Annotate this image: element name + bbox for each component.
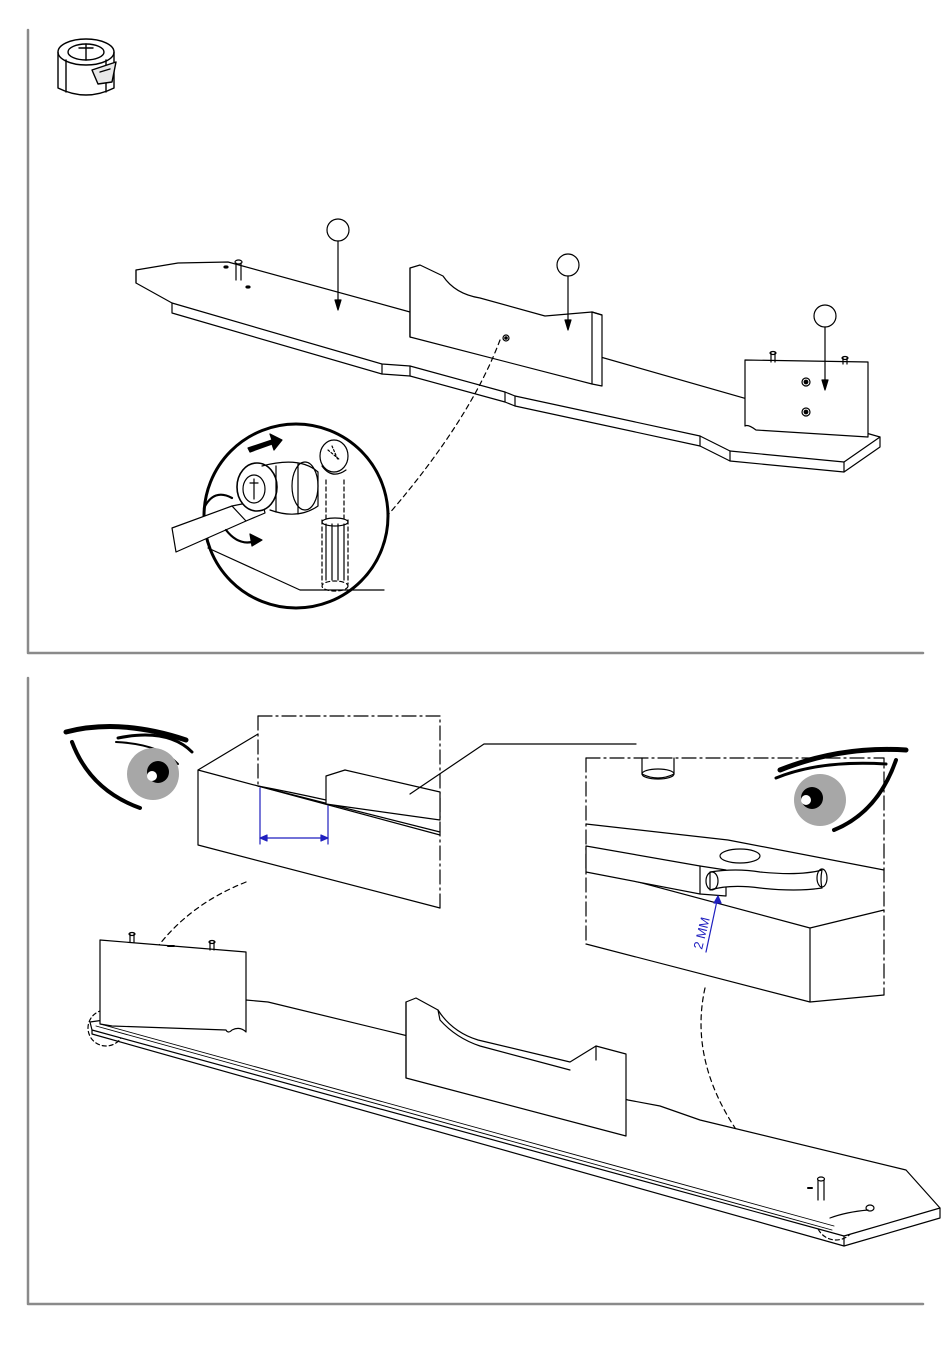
step-1-illustration bbox=[0, 0, 950, 660]
assembly-step-cam-lock bbox=[0, 0, 950, 660]
inspect-eye-icon-left bbox=[66, 727, 192, 808]
cam-lock-fitting-icon bbox=[58, 39, 116, 95]
detail-cam-lock-tighten bbox=[172, 424, 388, 608]
bottom-panel bbox=[90, 1000, 940, 1246]
inspect-eye-icon-right bbox=[776, 749, 906, 830]
detail-view-left bbox=[198, 716, 636, 908]
end-panel-left bbox=[100, 933, 246, 1033]
end-panel-right bbox=[745, 352, 868, 438]
dimension-2mm-label: 2 MM bbox=[690, 916, 712, 951]
assembly-step-gap-check: 2 MM bbox=[0, 660, 950, 1310]
step-2-illustration: 2 MM bbox=[0, 660, 950, 1310]
